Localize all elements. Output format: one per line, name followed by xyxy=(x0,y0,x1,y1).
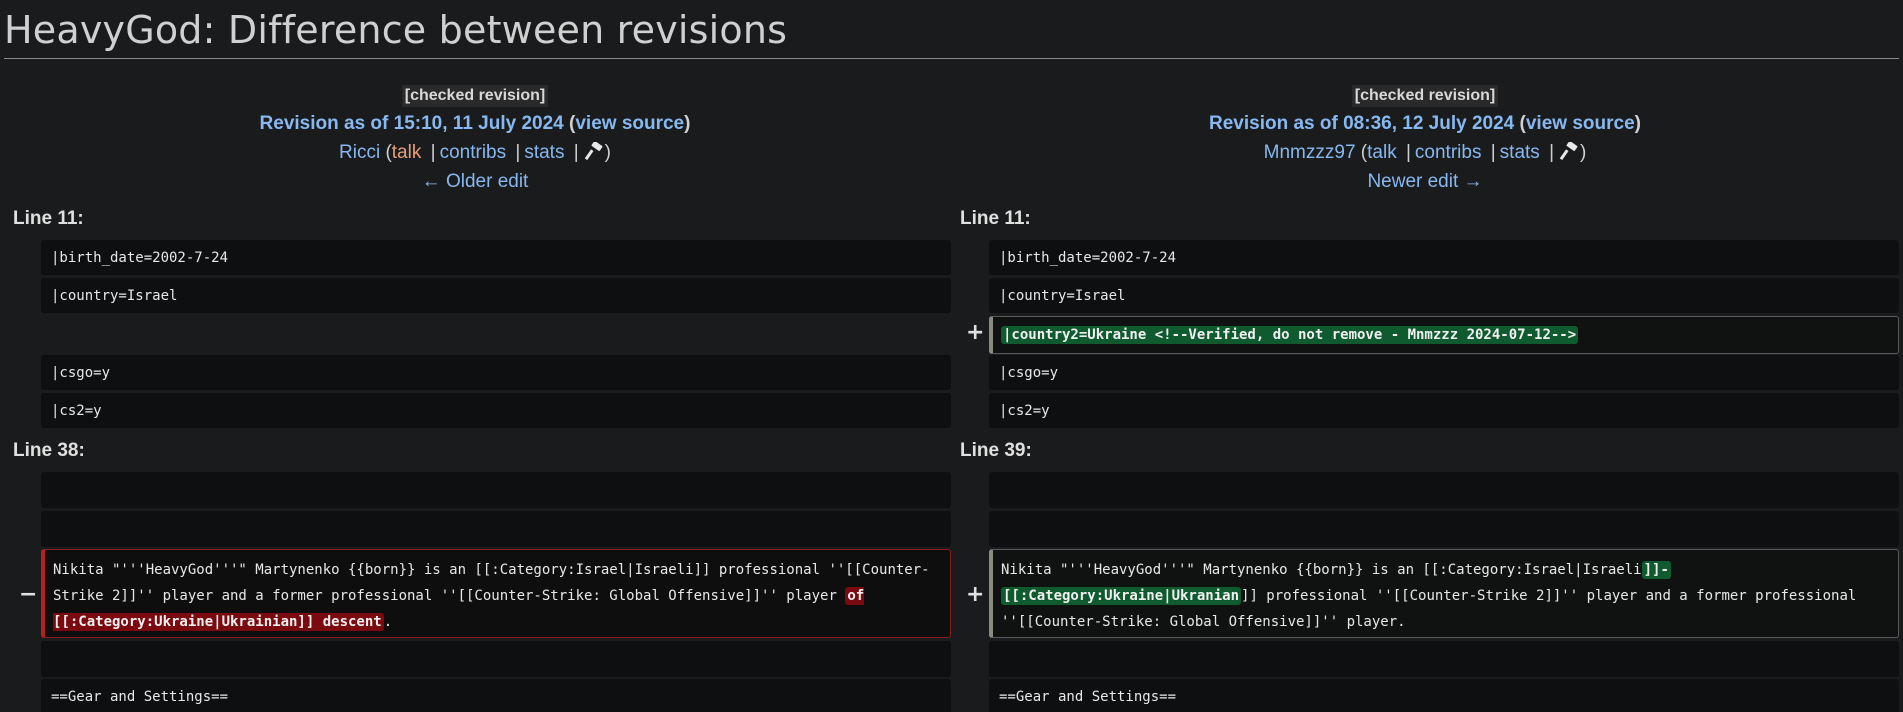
right-revision-header: [checked revision] Revision as of 08:36,… xyxy=(1209,85,1641,192)
older-edit-link[interactable]: ← Older edit xyxy=(421,171,529,192)
left-line-label-2: Line 38: xyxy=(13,440,85,461)
hammer-icon[interactable] xyxy=(583,140,605,161)
left-stats-link[interactable]: stats xyxy=(524,142,565,163)
inserted-text: ]]- xyxy=(1641,561,1671,579)
left-view-source-link[interactable]: view source xyxy=(575,113,685,134)
left-talk-link[interactable]: talk xyxy=(391,142,422,163)
right-talk-link[interactable]: talk xyxy=(1367,142,1397,163)
diff-deleted-line: Nikita "'''HeavyGod'''" Martynenko {{bor… xyxy=(41,549,951,638)
right-revision-link[interactable]: Revision as of 08:36, 12 July 2024 xyxy=(1209,113,1515,134)
added-marker: + xyxy=(966,582,985,607)
right-view-source-link[interactable]: view source xyxy=(1525,113,1635,134)
right-line-label: Line 11: xyxy=(960,208,1031,229)
left-user-link[interactable]: Ricci xyxy=(339,142,381,163)
inserted-text: [[:Category:Ukraine|Ukranian xyxy=(1001,587,1242,605)
diff-context-line: |cs2=y xyxy=(41,393,951,428)
diff-context-line: |cs2=y xyxy=(989,393,1899,428)
checked-revision-badge: [checked revision] xyxy=(1351,85,1499,107)
diff-context-line xyxy=(989,641,1899,677)
hammer-icon[interactable] xyxy=(1558,140,1580,161)
diff-context-line: ==Gear and Settings== xyxy=(41,679,951,712)
diff-context-line: |country=Israel xyxy=(41,278,951,313)
left-contribs-link[interactable]: contribs xyxy=(439,142,507,163)
diff-added-line: |country2=Ukraine <!--Verified, do not r… xyxy=(989,316,1899,354)
right-contribs-link[interactable]: contribs xyxy=(1414,142,1482,163)
newer-edit-link[interactable]: Newer edit → xyxy=(1367,171,1483,192)
page-title: HeavyGod: Difference between revisions xyxy=(4,8,1899,59)
added-marker: + xyxy=(966,320,985,345)
diff-context-line xyxy=(41,511,951,547)
checked-revision-badge: [checked revision] xyxy=(401,85,549,107)
right-stats-link[interactable]: stats xyxy=(1499,142,1540,163)
inserted-text: |country2=Ukraine <!--Verified, do not r… xyxy=(1001,326,1579,344)
right-line-label-2: Line 39: xyxy=(960,440,1032,461)
diff-context-line xyxy=(989,511,1899,547)
right-user-link[interactable]: Mnmzzz97 xyxy=(1263,142,1356,163)
diff-context-line xyxy=(41,641,951,677)
deleted-marker: − xyxy=(19,582,38,607)
diff-context-line: ==Gear and Settings== xyxy=(989,679,1899,712)
diff-context-line: |country=Israel xyxy=(989,278,1899,313)
diff-context-line xyxy=(989,472,1899,508)
diff-context-line: |birth_date=2002-7-24 xyxy=(989,240,1899,275)
diff-context-line xyxy=(41,472,951,508)
diff-context-line: |birth_date=2002-7-24 xyxy=(41,240,951,275)
left-revision-header: [checked revision] Revision as of 15:10,… xyxy=(259,85,691,192)
diff-context-line: |csgo=y xyxy=(41,355,951,390)
diff-context-line: |csgo=y xyxy=(989,355,1899,390)
diff-added-line: Nikita "'''HeavyGod'''" Martynenko {{bor… xyxy=(989,549,1899,638)
left-line-label: Line 11: xyxy=(13,208,84,229)
left-revision-link[interactable]: Revision as of 15:10, 11 July 2024 xyxy=(259,113,564,134)
